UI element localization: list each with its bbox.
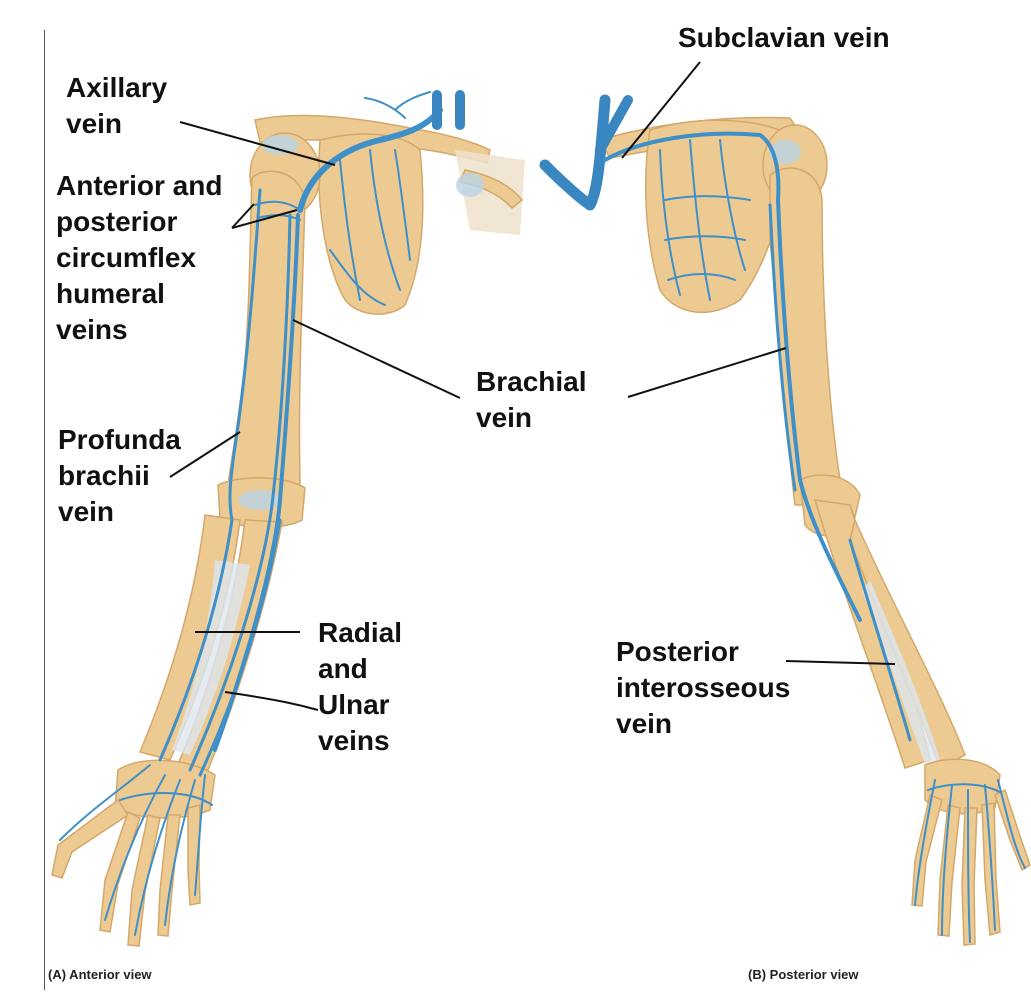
label-subclavian-vein: Subclavian vein (678, 22, 890, 53)
anatomy-shape (394, 91, 431, 111)
leader-circumflex-b (231, 209, 298, 229)
anatomy-shape (456, 173, 484, 197)
right-interosseous-membrane (862, 580, 940, 764)
leader-posterior-interosseous (785, 660, 896, 665)
anatomy-shape (394, 149, 411, 261)
anatomy-shape (238, 490, 282, 510)
anatomy-shape (329, 249, 386, 306)
anatomy-shape (134, 779, 181, 936)
anatomy-shape (994, 788, 1031, 872)
left-carpals (114, 759, 216, 819)
right-brachial-vein (776, 198, 862, 622)
leader-ulnar (224, 691, 319, 711)
label-profunda-brachii-vein: Profunda brachii vein (58, 424, 181, 527)
anatomy-shape (664, 195, 751, 201)
label-circumflex-humeral-veins: Anterior and posterior circumflex humera… (56, 170, 223, 345)
anatomy-shape (262, 135, 298, 155)
radial-vein (158, 518, 234, 762)
profunda-vein (228, 188, 262, 522)
anatomy-shape (164, 779, 196, 926)
right-humerus (769, 167, 843, 506)
anatomy-shape (603, 131, 781, 202)
anatomy-shape (188, 213, 292, 772)
leader-lines (169, 61, 896, 711)
label-posterior-interosseous-vein: Posterior interosseous vein (616, 636, 791, 739)
leader-circumflex-a (231, 203, 255, 229)
anatomy-shape (254, 200, 301, 211)
anatomy-shape (719, 139, 746, 271)
anatomy-shape (369, 149, 401, 291)
label-brachial-vein: Brachial vein (476, 366, 587, 433)
leader-brachial-right (627, 347, 787, 398)
anatomy-shape (961, 807, 978, 946)
leader-brachial-left (292, 319, 461, 399)
ulnar-vein (198, 518, 282, 777)
caption-posterior-view: (B) Posterior view (748, 967, 859, 982)
caption-anterior-view: (A) Anterior view (48, 967, 152, 982)
anterior-arm (51, 90, 525, 947)
anatomy-shape (927, 783, 1001, 793)
right-fingers (911, 788, 1031, 946)
anatomy-shape (911, 793, 943, 907)
figure-left-rule (44, 30, 45, 990)
leader-profunda (169, 431, 241, 478)
anatomy-shape (659, 149, 681, 296)
anatomy-shape (768, 203, 797, 492)
posterior-interosseous-vein (848, 538, 912, 742)
label-axillary-vein: Axillary vein (66, 72, 168, 139)
anatomy-shape (194, 774, 206, 896)
anatomy-shape (967, 789, 971, 943)
anatomy-shape (595, 95, 633, 155)
anatomy-shape (667, 273, 736, 281)
axillary-vein (297, 107, 443, 213)
right-scapula (644, 119, 791, 313)
anatomy-shape (364, 97, 406, 119)
anatomy-shape (984, 784, 996, 931)
anatomy-shape (127, 814, 161, 947)
anatomy-shape (664, 235, 746, 241)
anterior-veins (59, 90, 465, 936)
anatomy-shape (941, 784, 953, 936)
anatomy-shape (914, 779, 936, 906)
posterior-arm (539, 94, 1031, 946)
left-interosseous-membrane (172, 560, 250, 755)
leader-axillary (179, 121, 336, 166)
anatomy-shape (157, 814, 181, 937)
leader-subclavian (621, 61, 701, 159)
left-fingers (51, 798, 201, 947)
posterior-veins (539, 94, 1026, 943)
anatomy-shape (104, 774, 166, 921)
label-radial-ulnar-veins: Radial and Ulnar veins (318, 617, 403, 756)
anatomy-shape (689, 139, 711, 301)
anatomy-shape (59, 764, 151, 841)
anatomy-shape (119, 792, 213, 806)
